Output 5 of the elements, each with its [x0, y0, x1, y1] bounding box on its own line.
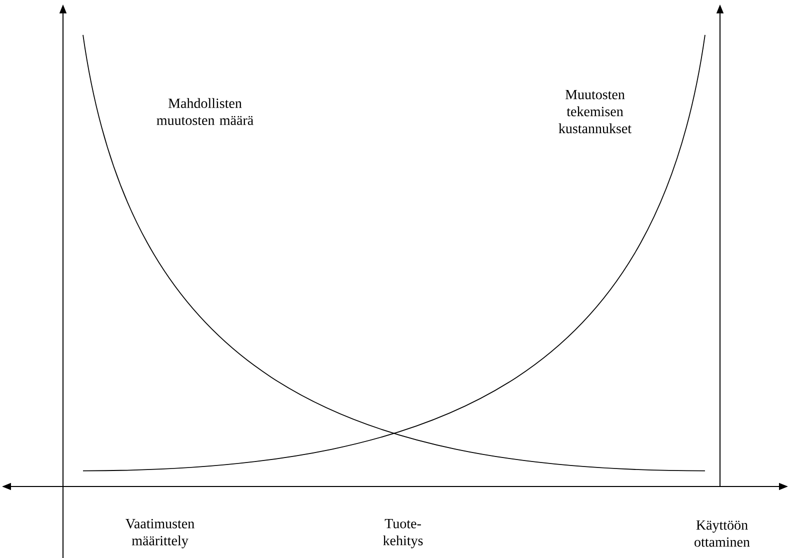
axis-label: Vaatimusten määrittely: [126, 518, 194, 548]
axis-label: Muutosten tekemisen kustannukset: [558, 90, 632, 134]
axis-label: Tuote-kehitys: [383, 519, 423, 548]
axis-label: Mahdollisten muutosten määrä: [156, 98, 254, 126]
axis-label: Käyttöön ottaminen: [694, 520, 750, 547]
